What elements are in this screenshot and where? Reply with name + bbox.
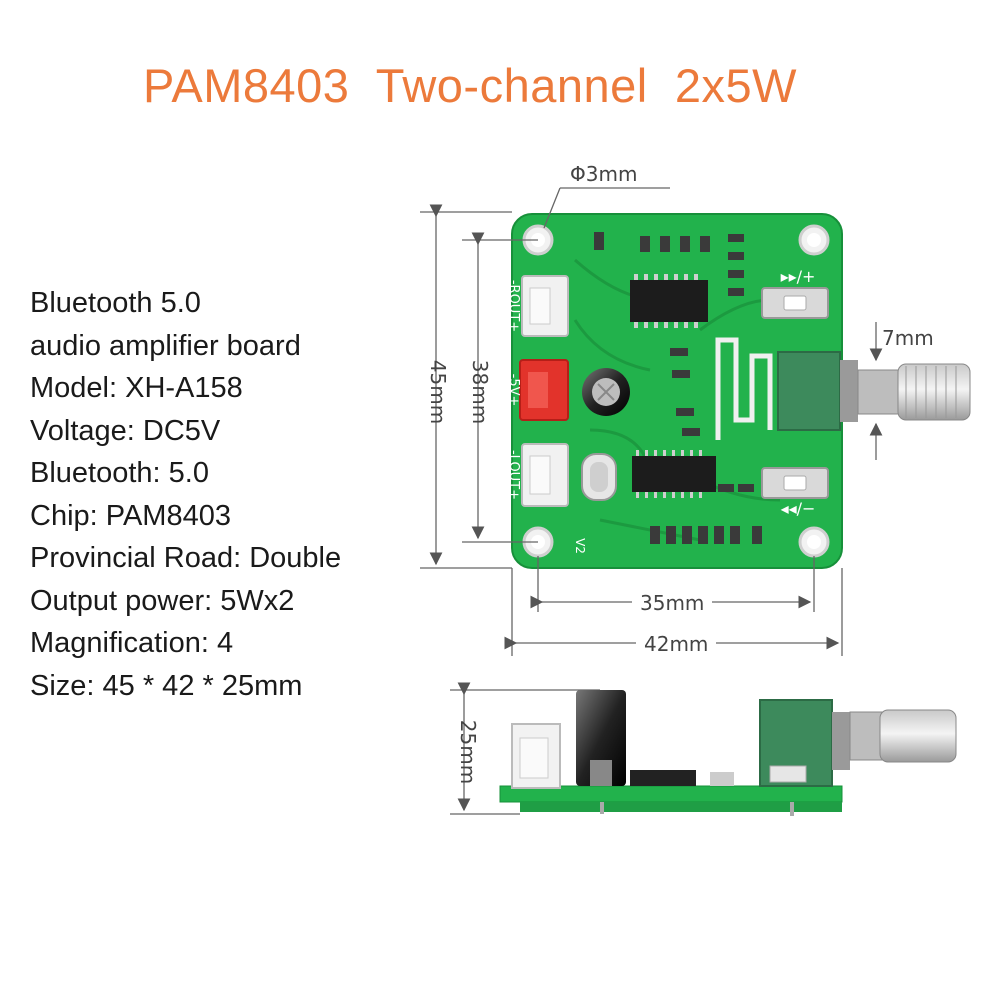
thickness-label: 25mm (456, 719, 481, 785)
spec-line: audio amplifier board (30, 329, 301, 362)
spec-line: Chip: PAM8403 (30, 499, 231, 532)
spec-line: Magnification: 4 (30, 627, 234, 659)
mounting-hole (798, 224, 830, 256)
spec-line: Output power: 5Wx2 (30, 584, 295, 617)
pcb-top-view (511, 213, 971, 569)
shaft-diameter-label: 7mm (882, 326, 934, 350)
rout-label: -ROUT+ (506, 280, 521, 332)
power-label: -5V+ (506, 374, 521, 407)
antenna (715, 337, 773, 440)
width-holes-label: 35mm (632, 591, 713, 615)
spec-line: Provincial Road: Double (30, 542, 342, 574)
crystal (581, 453, 617, 501)
spec-line: Bluetooth 5.0 (30, 287, 201, 319)
spec-list: Bluetooth 5.0 audio amplifier board Mode… (30, 282, 341, 707)
spec-line: Bluetooth: 5.0 (30, 457, 209, 489)
minus-label: ◂◂/− (781, 499, 816, 518)
bluetooth-chip (632, 450, 716, 498)
minus-button[interactable] (761, 467, 829, 499)
volume-potentiometer[interactable] (777, 351, 971, 431)
mounting-hole (798, 526, 830, 558)
pam8403-chip (630, 274, 708, 328)
smd-components (594, 232, 762, 544)
width-outer-label: 42mm (636, 632, 717, 656)
spec-line: Model: XH-A158 (30, 372, 243, 404)
board-side-view (499, 690, 957, 816)
hole-diameter-label: Φ3mm (570, 162, 638, 186)
spec-line: Voltage: DC5V (30, 414, 221, 447)
rout-connector (521, 275, 569, 337)
version-label: V2 (573, 538, 587, 554)
page-title: PAM8403 Two-channel 2x5W (143, 59, 797, 112)
height-outer-label: 45mm (426, 359, 451, 425)
plus-button[interactable] (761, 287, 829, 319)
height-holes-label: 38mm (468, 359, 493, 425)
lout-label: -LOUT+ (506, 450, 521, 500)
lout-connector (521, 443, 569, 507)
spec-line: Size: 45 * 42 * 25mm (30, 669, 303, 702)
electrolytic-capacitor (582, 368, 630, 416)
plus-label: ▸▸/+ (781, 267, 816, 286)
power-connector (519, 359, 569, 421)
